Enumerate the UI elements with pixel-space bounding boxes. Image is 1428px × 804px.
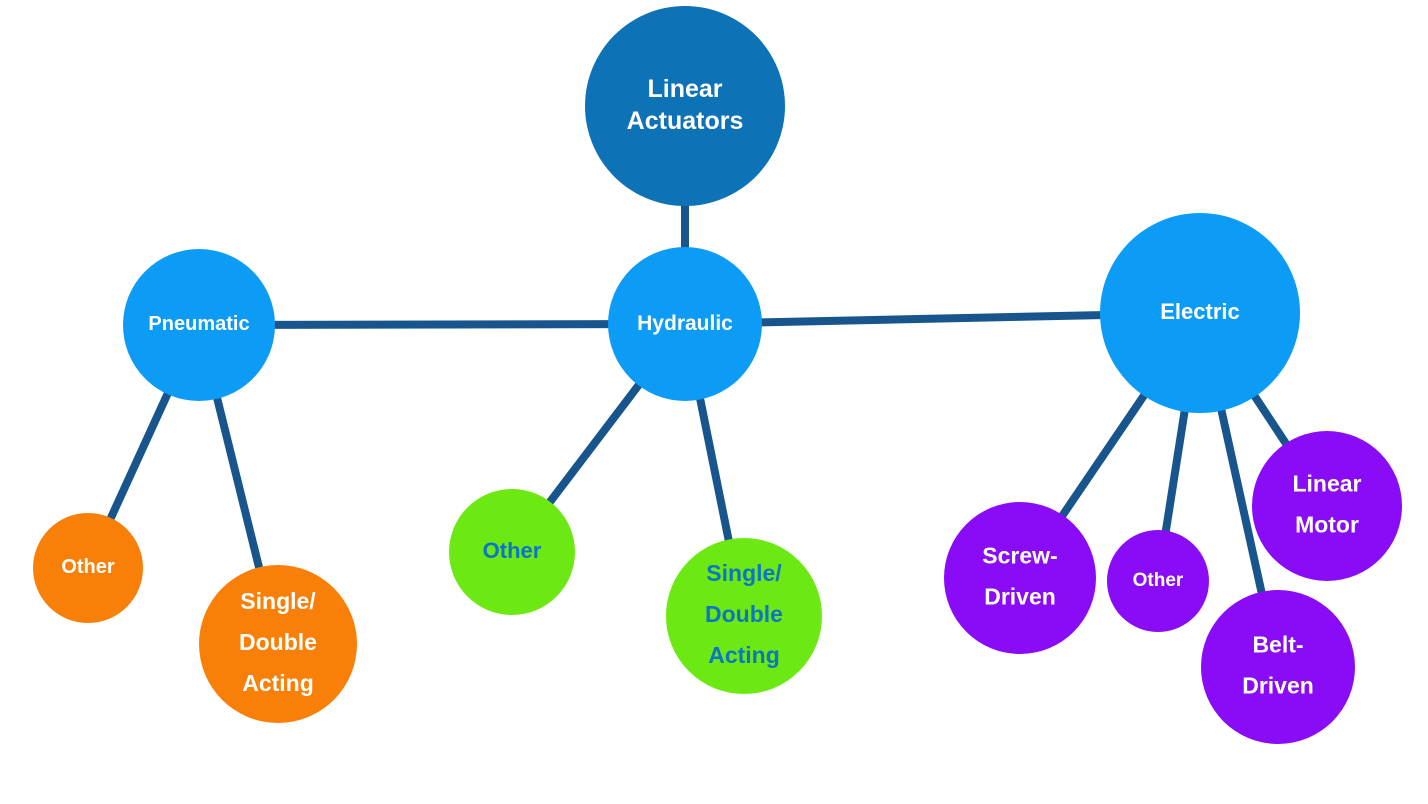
node-electric-belt-driven[interactable]: Belt-Driven	[1201, 590, 1355, 744]
node-circle-electric[interactable]	[1100, 213, 1300, 413]
node-circle-root[interactable]	[585, 6, 785, 206]
node-circle-electric-linear-motor[interactable]	[1252, 431, 1402, 581]
node-hydraulic[interactable]: Hydraulic	[608, 247, 762, 401]
edge-electric-electric-other	[1161, 405, 1190, 538]
node-circle-pneumatic-single-double[interactable]	[199, 565, 357, 723]
node-circle-hydraulic-single-double[interactable]	[666, 538, 822, 694]
edge-electric-electric-linear-motor	[1248, 389, 1293, 451]
edge-pneumatic-hydraulic	[268, 320, 615, 329]
edge-pneumatic-pneumatic-single-double	[211, 391, 265, 575]
edge-hydraulic-electric	[755, 311, 1107, 327]
edges-layer	[104, 200, 1293, 599]
node-circle-pneumatic-other[interactable]	[33, 513, 143, 623]
edge-electric-electric-belt-driven	[1216, 403, 1267, 599]
node-electric-other[interactable]: Other	[1107, 530, 1209, 632]
edge-electric-electric-screw-driven	[1056, 388, 1151, 523]
node-hydraulic-other[interactable]: Other	[449, 489, 575, 615]
node-pneumatic-other[interactable]: Other	[33, 513, 143, 623]
edge-hydraulic-hydraulic-single-double	[695, 392, 734, 547]
node-electric[interactable]: Electric	[1100, 213, 1300, 413]
edge-hydraulic-hydraulic-other	[543, 378, 646, 510]
edge-pneumatic-pneumatic-other	[104, 387, 174, 526]
node-circle-electric-other[interactable]	[1107, 530, 1209, 632]
node-circle-pneumatic[interactable]	[123, 249, 275, 401]
node-electric-screw-driven[interactable]: Screw-Driven	[944, 502, 1096, 654]
node-circle-hydraulic-other[interactable]	[449, 489, 575, 615]
node-circle-hydraulic[interactable]	[608, 247, 762, 401]
node-circle-electric-screw-driven[interactable]	[944, 502, 1096, 654]
node-pneumatic[interactable]: Pneumatic	[123, 249, 275, 401]
node-circle-electric-belt-driven[interactable]	[1201, 590, 1355, 744]
